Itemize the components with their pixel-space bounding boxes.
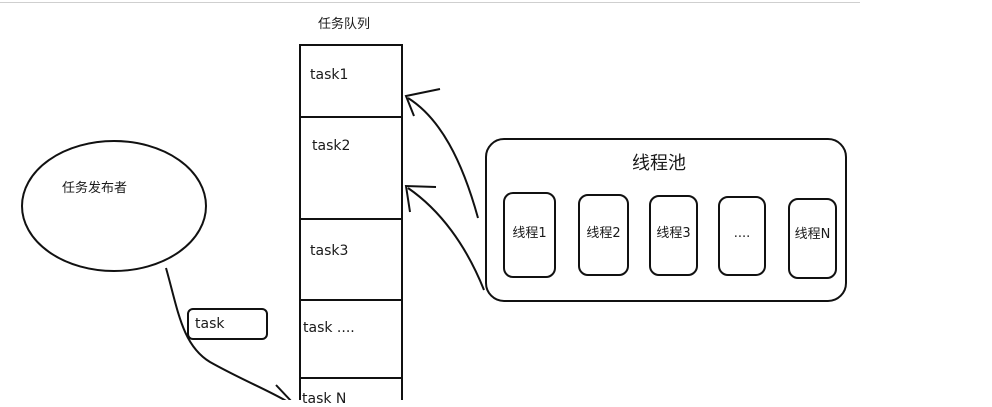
queue-item-label: task1 — [310, 67, 349, 83]
thread-box-2 — [578, 194, 629, 276]
submit-arrow-head — [275, 384, 292, 400]
fetch-arrow-head-upper — [404, 88, 441, 117]
top-divider-line — [0, 2, 860, 3]
publisher-ellipse — [21, 140, 207, 272]
thread-label: 线程3 — [656, 226, 691, 241]
thread-label: 线程N — [794, 227, 831, 242]
queue-item-label: task3 — [310, 243, 349, 259]
thread-box-3 — [649, 195, 698, 276]
submit-arrow-curve — [165, 267, 287, 400]
thread-pool-title: 线程池 — [632, 153, 686, 174]
thread-label: 线程1 — [512, 226, 547, 241]
queue-cell-taskN — [299, 377, 403, 400]
queue-cell-task3 — [299, 218, 403, 301]
thread-box-5 — [788, 198, 837, 279]
fetch-arrow-curve-upper — [407, 97, 479, 219]
fetch-arrow-head-lower — [404, 184, 437, 213]
thread-boxes — [503, 192, 837, 279]
task-badge-label: task — [195, 316, 225, 332]
task-queue-stack — [299, 44, 403, 400]
queue-item-label: task N — [302, 391, 347, 407]
publisher-label: 任务发布者 — [62, 181, 128, 196]
queue-title: 任务队列 — [318, 17, 371, 32]
queue-item-label: task .... — [303, 320, 355, 336]
fetch-arrow-curve-lower — [407, 187, 485, 291]
task-badge-box — [187, 308, 268, 340]
thread-pool-box — [485, 138, 847, 302]
queue-cell-task-more — [299, 299, 403, 379]
thread-label: .... — [733, 226, 751, 241]
thread-label: 线程2 — [586, 226, 621, 241]
thread-box-4 — [718, 196, 766, 276]
queue-item-label: task2 — [312, 138, 351, 154]
thread-box-1 — [503, 192, 556, 278]
queue-cell-task2 — [299, 116, 403, 220]
